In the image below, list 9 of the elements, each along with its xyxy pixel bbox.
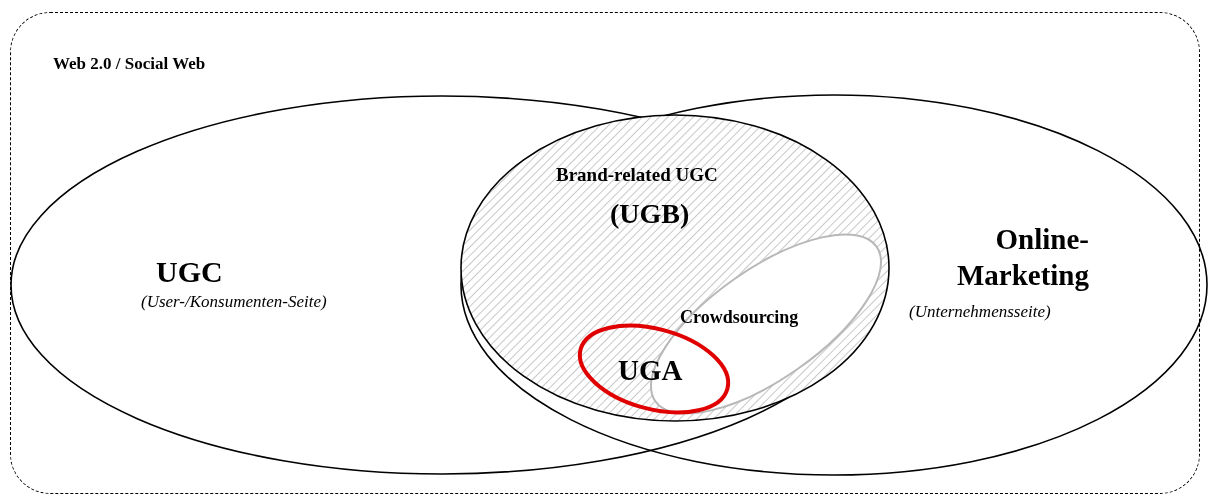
set-heading: Brand-related UGC [556, 163, 718, 187]
set-acronym: (UGB) [610, 197, 690, 231]
frame-title: Web 2.0 / Social Web [53, 53, 206, 75]
set-label: UGA [618, 353, 683, 388]
set-subtitle: (User-/Konsumenten-Seite) [141, 291, 327, 313]
set-subtitle: (Unternehmensseite) [909, 301, 1051, 323]
set-label: Crowdsourcing [680, 306, 799, 329]
set-heading: Online-Marketing [955, 222, 1089, 294]
set-heading: UGC [156, 254, 223, 290]
